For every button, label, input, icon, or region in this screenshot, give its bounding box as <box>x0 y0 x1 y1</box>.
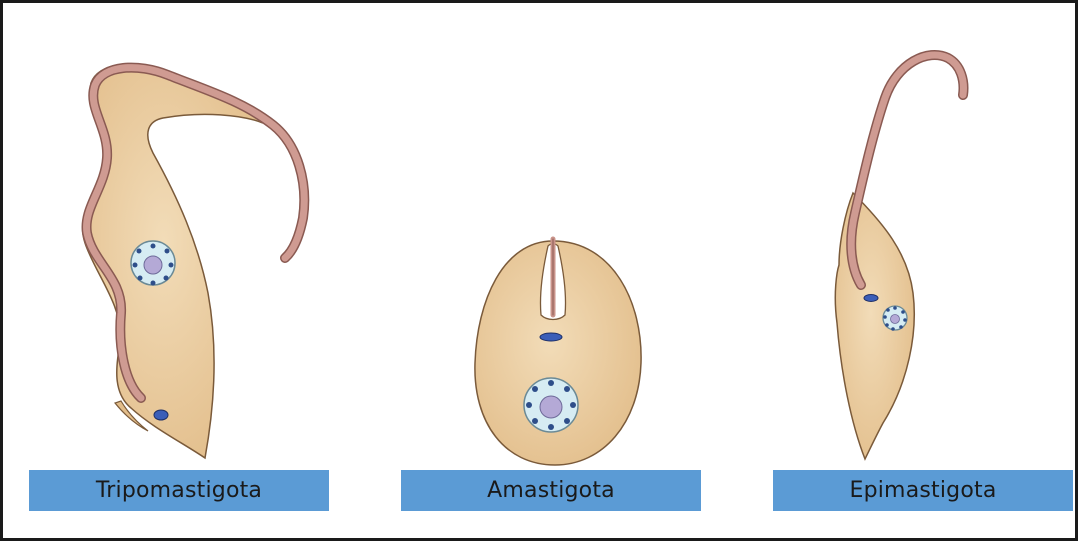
tripomastigota-organism <box>83 64 305 458</box>
label-tripomastigota: Tripomastigota <box>29 470 329 511</box>
amastigota-nucleus <box>524 378 578 432</box>
epimastigota-organism <box>835 55 963 459</box>
tripomastigota-kinetoplast <box>154 410 168 420</box>
label-amastigota: Amastigota <box>401 470 701 511</box>
epimastigota-kinetoplast <box>864 295 878 302</box>
tripomastigota-nucleus <box>131 241 175 286</box>
epimastigota-nucleus <box>883 306 907 331</box>
amastigota-kinetoplast <box>540 333 562 341</box>
label-epimastigota: Epimastigota <box>773 470 1073 511</box>
organisms-illustration <box>3 3 1078 544</box>
amastigota-organism <box>475 239 641 465</box>
